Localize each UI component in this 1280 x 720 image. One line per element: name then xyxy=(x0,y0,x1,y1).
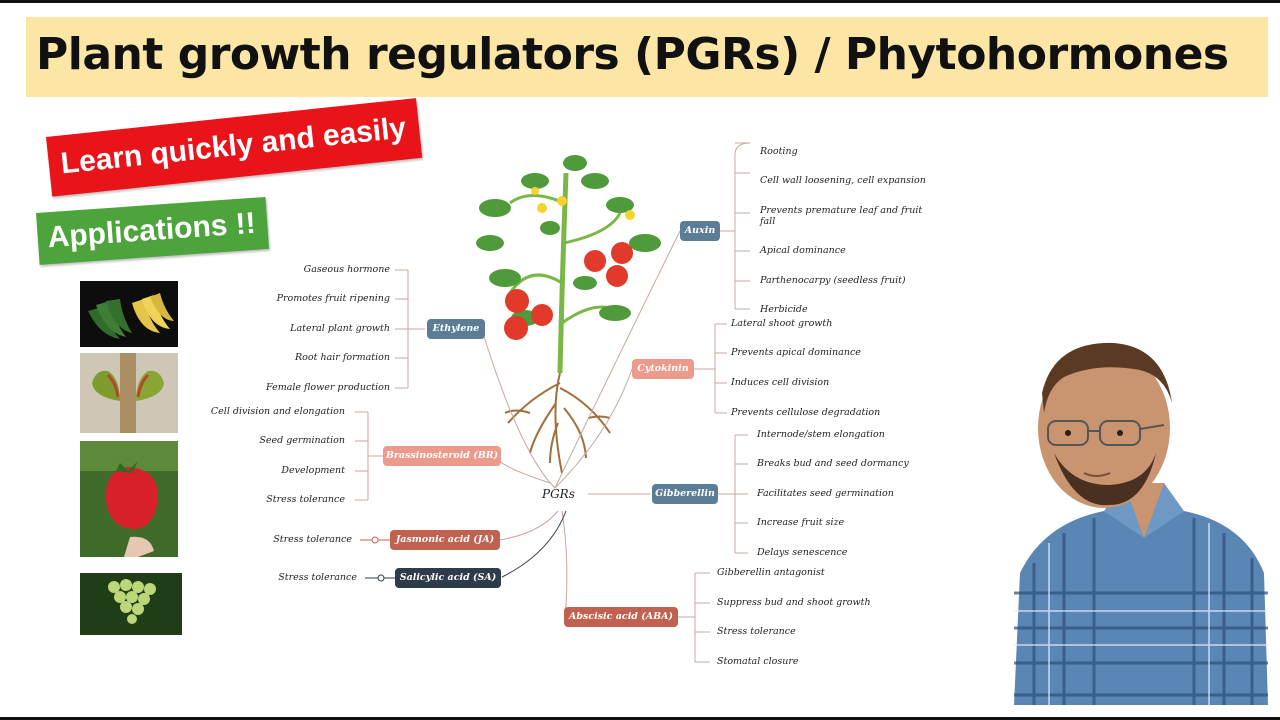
ethylene-item: Promotes fruit ripening xyxy=(276,293,390,304)
brassinosteroid-item: Stress tolerance xyxy=(266,494,345,505)
salicylic-item: Stress tolerance xyxy=(278,572,357,583)
gibberellin-node: Gibberellin xyxy=(652,484,718,504)
brassinosteroid-node: Brassinosteroid (BR) xyxy=(383,446,501,466)
jasmonic-item: Stress tolerance xyxy=(273,534,352,545)
abscisic-item: Gibberellin antagonist xyxy=(717,567,825,578)
auxin-item: Rooting xyxy=(760,146,798,157)
gibberellin-item: Breaks bud and seed dormancy xyxy=(757,458,909,469)
cytokinin-item: Prevents cellulose degradation xyxy=(731,407,881,418)
jasmonic-node: Jasmonic acid (JA) xyxy=(390,530,500,550)
auxin-item: Parthenocarpy (seedless fruit) xyxy=(760,275,906,286)
cytokinin-node: Cytokinin xyxy=(632,359,694,379)
salicylic-node: Salicylic acid (SA) xyxy=(395,568,501,588)
brassinosteroid-item: Cell division and elongation xyxy=(210,406,345,417)
auxin-node: Auxin xyxy=(680,221,720,241)
brassinosteroid-item: Development xyxy=(281,465,345,476)
gibberellin-item: Delays senescence xyxy=(757,547,848,558)
ethylene-item: Root hair formation xyxy=(295,352,390,363)
gibberellin-item: Increase fruit size xyxy=(757,517,845,528)
cytokinin-item: Induces cell division xyxy=(731,377,830,388)
abscisic-item: Stomatal closure xyxy=(717,656,799,667)
presenter-photo xyxy=(1014,333,1268,705)
ethylene-item: Lateral plant growth xyxy=(290,323,390,334)
pgr-mindmap: PGRs Auxin Rooting Cell wall loosening, … xyxy=(190,133,970,693)
ethylene-item: Female flower production xyxy=(266,382,390,393)
page-title: Plant growth regulators (PGRs) / Phytoho… xyxy=(36,29,1229,80)
abscisic-item: Stress tolerance xyxy=(717,626,796,637)
auxin-item: Prevents premature leaf and fruit xyxy=(760,205,923,216)
bud-photo xyxy=(80,353,178,433)
abscisic-item: Suppress bud and shoot growth xyxy=(717,597,871,608)
ethylene-node: Ethylene xyxy=(427,319,485,339)
pgrs-center-label: PGRs xyxy=(542,487,575,501)
tomato-plant-illustration xyxy=(476,155,661,474)
auxin-item: Apical dominance xyxy=(760,245,846,256)
auxin-item: Herbicide xyxy=(760,304,808,315)
gibberellin-item: Facilitates seed germination xyxy=(757,488,894,499)
gibberellin-item: Internode/stem elongation xyxy=(757,429,885,440)
title-bar: Plant growth regulators (PGRs) / Phytoho… xyxy=(26,17,1268,97)
banana-photo xyxy=(80,281,178,347)
strawberry-photo xyxy=(80,441,178,557)
auxin-item: Cell wall loosening, cell expansion xyxy=(760,175,926,186)
cytokinin-item: Prevents apical dominance xyxy=(731,347,861,358)
cytokinin-item: Lateral shoot growth xyxy=(731,318,833,329)
ethylene-item: Gaseous hormone xyxy=(303,264,390,275)
abscisic-node: Abscisic acid (ABA) xyxy=(564,607,678,627)
brassinosteroid-item: Seed germination xyxy=(259,435,345,446)
mindmap-connectors xyxy=(355,142,751,663)
auxin-item: fall xyxy=(760,216,776,227)
grapes-photo xyxy=(80,573,182,635)
